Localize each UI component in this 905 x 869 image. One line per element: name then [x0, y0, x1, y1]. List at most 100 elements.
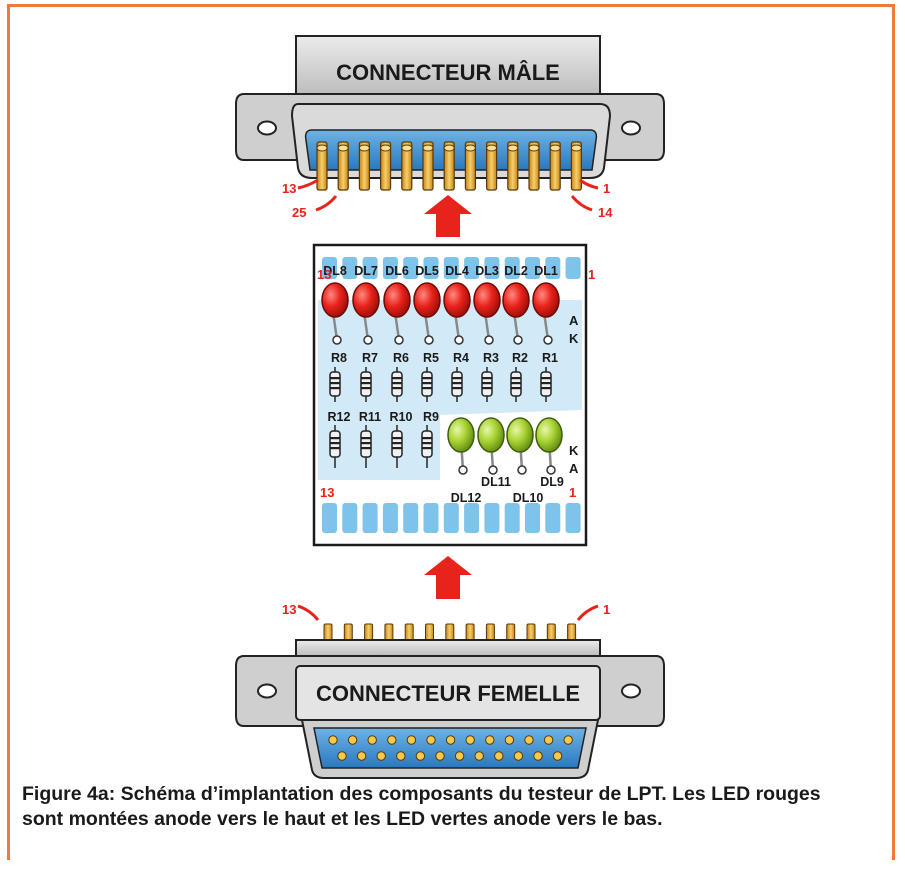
resistor-label: R12 [328, 410, 351, 424]
red-led-label: DL5 [415, 264, 439, 278]
pcb-top-pad [504, 257, 520, 279]
curved-arrow-icon [297, 604, 320, 621]
polarity-a-bottom: A [569, 461, 579, 476]
female-pin-label-1: 1 [603, 602, 610, 617]
connector-pin-head [549, 144, 561, 152]
resistor-label: R4 [453, 351, 469, 365]
pcb-bottom-pad [565, 503, 581, 533]
connector-pin [323, 623, 333, 642]
female-connector: CONNECTEUR FEMELLE 13 1 [235, 602, 665, 779]
connector-pin-head [443, 144, 455, 152]
socket-hole [356, 751, 367, 761]
arrow-up-icon [424, 195, 472, 237]
resistor-label: R3 [483, 351, 499, 365]
resistor-band [361, 442, 371, 445]
resistor-band [330, 447, 340, 450]
resistor-band [541, 387, 551, 390]
red-led [443, 282, 471, 318]
connector-pin [384, 623, 394, 642]
resistor-band [511, 377, 521, 380]
connector-pin [528, 141, 540, 191]
female-connector-top-shell [295, 639, 601, 657]
socket-hole [387, 735, 397, 745]
resistor-band [422, 447, 432, 450]
resistor-label: R7 [362, 351, 378, 365]
connector-pin-head [316, 144, 328, 152]
socket-hole [465, 735, 475, 745]
pcb-top-pad [525, 257, 540, 279]
female-connector-sockets [328, 735, 573, 761]
connector-pin-head [358, 144, 370, 152]
green-led-label: DL10 [513, 491, 544, 505]
socket-hole [426, 735, 436, 745]
socket-hole [454, 751, 465, 761]
pcb-bottom-pad [464, 503, 480, 533]
pcb-top-pad [443, 257, 459, 279]
socket-hole [347, 735, 358, 745]
red-led-label: DL6 [385, 264, 409, 278]
pcb-pin-13-top: 13 [317, 267, 331, 282]
socket-hole [415, 751, 426, 761]
resistor-label: R9 [423, 410, 439, 424]
curved-arrow-icon [576, 604, 599, 621]
connector-pin-head [464, 144, 476, 152]
solder-pad [332, 335, 342, 345]
green-led-label: DL11 [481, 475, 511, 489]
female-connector-pins [323, 623, 577, 642]
connector-pin [485, 623, 495, 642]
connector-pin [464, 141, 476, 191]
resistor-band [541, 377, 551, 380]
socket-hole [563, 735, 573, 745]
socket-hole [533, 751, 543, 761]
resistor-band [361, 447, 371, 450]
polarity-k-bottom: K [569, 443, 579, 458]
resistor-band [330, 382, 340, 385]
pcb-top-pad [565, 257, 581, 279]
socket-hole [474, 751, 484, 761]
socket-hole [367, 735, 377, 745]
pcb-bottom-pad [545, 503, 561, 533]
red-led [502, 282, 530, 318]
solder-pad [484, 335, 494, 345]
mounting-hole-icon [621, 683, 641, 699]
resistor-label: R11 [359, 410, 381, 424]
female-connector-title: CONNECTEUR FEMELLE [316, 681, 580, 706]
resistor-band [482, 387, 492, 390]
resistor-band [452, 387, 462, 390]
resistor-band [422, 442, 432, 445]
pcb-bottom-pad [443, 503, 459, 533]
socket-hole [445, 735, 456, 745]
socket-hole [543, 735, 554, 745]
pcb-bottom-pad [504, 503, 520, 533]
red-led-label: DL3 [475, 264, 499, 278]
pcb-top-pad [342, 257, 358, 279]
connector-pin-head [401, 144, 413, 152]
curved-arrow-icon [570, 195, 593, 212]
curved-arrow-icon [315, 195, 338, 212]
polarity-k-top: K [569, 331, 579, 346]
mounting-hole-icon [257, 120, 277, 136]
pcb-pin-13-bottom: 13 [320, 485, 334, 500]
socket-hole [504, 735, 515, 745]
green-led [447, 417, 475, 453]
connector-pin [404, 623, 414, 642]
solder-pad [363, 335, 373, 345]
connector-pin [343, 623, 353, 642]
green-led-label: DL12 [451, 491, 482, 505]
resistor-band [422, 437, 432, 440]
connector-pin [380, 141, 392, 191]
curved-arrow-icon [297, 178, 319, 190]
resistor-label: R2 [512, 351, 528, 365]
green-led [477, 417, 505, 453]
resistor-band [452, 377, 462, 380]
solder-pad [394, 335, 404, 345]
socket-hole [552, 751, 563, 761]
connector-pin [506, 623, 516, 642]
connector-pin [316, 141, 328, 191]
pcb-pin-1-top: 1 [588, 267, 595, 282]
male-connector: CONNECTEUR MÂLE 13 25 1 14 [235, 35, 665, 220]
resistor-band [422, 387, 432, 390]
pcb-bottom-pad [423, 503, 439, 533]
connector-pin [526, 623, 536, 642]
